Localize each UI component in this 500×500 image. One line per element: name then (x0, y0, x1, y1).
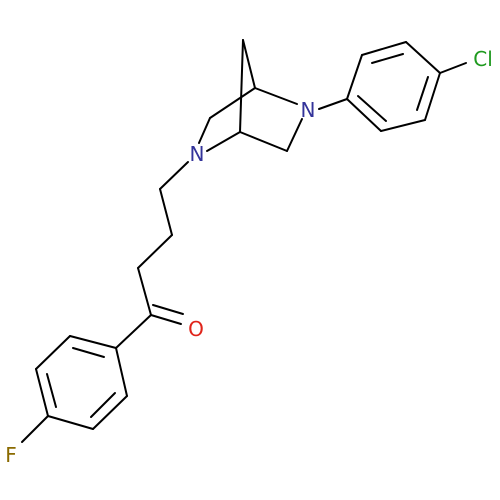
bond (159, 188, 173, 236)
bond (286, 118, 303, 152)
bond (209, 87, 256, 119)
atom-label-o: O (188, 317, 204, 341)
bond (380, 119, 426, 132)
bond (69, 335, 117, 349)
bond (35, 368, 49, 417)
atom-label-n1: N (301, 98, 316, 122)
bond (115, 314, 152, 349)
bond (424, 72, 441, 121)
bond (47, 415, 94, 430)
bond (159, 161, 189, 190)
bond (198, 117, 211, 144)
bond (206, 131, 241, 152)
bond (439, 62, 467, 74)
bond (242, 39, 256, 89)
bond (35, 335, 71, 370)
bond (357, 95, 387, 122)
bond (152, 304, 184, 315)
bond (346, 98, 382, 132)
bond (90, 392, 116, 418)
atom-label-f: F (5, 443, 17, 467)
chlorophenyl-ring (346, 41, 467, 132)
bond (115, 347, 128, 397)
bond (239, 131, 288, 152)
bond (361, 41, 407, 56)
bond (137, 234, 173, 269)
bond (405, 41, 441, 74)
bond (371, 53, 404, 64)
bond (254, 87, 298, 105)
bond (92, 395, 128, 430)
bond (318, 98, 348, 110)
fluorophenyl-ring (21, 335, 128, 443)
butanone-chain (115, 161, 189, 349)
bond (46, 373, 57, 408)
bond (150, 314, 182, 325)
bond (72, 347, 105, 358)
bond (346, 54, 363, 100)
bond (137, 267, 152, 316)
atom-label-cl: Cl (473, 47, 493, 71)
atom-label-n2: N (190, 142, 205, 166)
bond (416, 76, 429, 111)
diazabicyclo-core (198, 39, 348, 152)
bond (21, 415, 49, 443)
bond (239, 39, 244, 133)
